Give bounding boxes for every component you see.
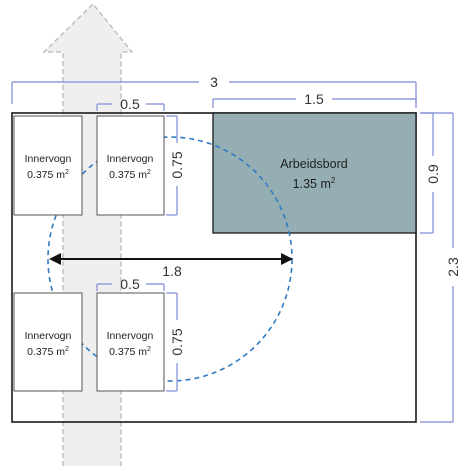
cart-label: Innervogn (107, 330, 154, 342)
walkway-arrow (42, 3, 134, 466)
cart-area: 0.375 m2 (109, 169, 151, 181)
cart-label: Innervogn (107, 153, 154, 165)
cart-width-dimension-bottom (96, 283, 165, 291)
cart-height-label-bottom: 0.75 (169, 328, 185, 355)
workbench-width-label: 1.5 (304, 91, 324, 107)
cart-area: 0.375 m2 (109, 346, 151, 358)
room-height-label: 2.3 (445, 257, 461, 277)
cart-label: Innervogn (25, 153, 72, 165)
workbench (212, 112, 417, 234)
workbench-depth-label: 0.9 (425, 164, 441, 184)
room-height-dimension (420, 112, 454, 423)
cart-top-right: Innervogn 0.375 m2 (96, 115, 165, 216)
cart-area: 0.375 m2 (27, 346, 69, 358)
workbench-width-dimension (212, 98, 417, 108)
cart-height-label-top: 0.75 (169, 151, 185, 178)
cart-width-label-bottom: 0.5 (120, 276, 140, 292)
turning-diameter-label: 1.8 (162, 263, 182, 279)
workbench-area: 1.35 m2 (293, 176, 336, 191)
workbench-label: Arbeidsbord (280, 157, 347, 171)
cart-bottom-left: Innervogn 0.375 m2 (13, 292, 83, 392)
cart-height-dimension-top (166, 115, 178, 216)
cart-width-label-top: 0.5 (120, 96, 140, 112)
cart-area: 0.375 m2 (27, 169, 69, 181)
cart-label: Innervogn (25, 330, 72, 342)
room-width-label: 3 (210, 74, 218, 90)
cart-width-dimension-top (96, 103, 165, 111)
cart-height-dimension-bottom (166, 292, 178, 392)
room-width-dimension (11, 81, 417, 104)
cart-bottom-right: Innervogn 0.375 m2 (96, 292, 165, 392)
turning-diameter-arrow (49, 253, 293, 265)
cart-top-left: Innervogn 0.375 m2 (13, 115, 83, 216)
